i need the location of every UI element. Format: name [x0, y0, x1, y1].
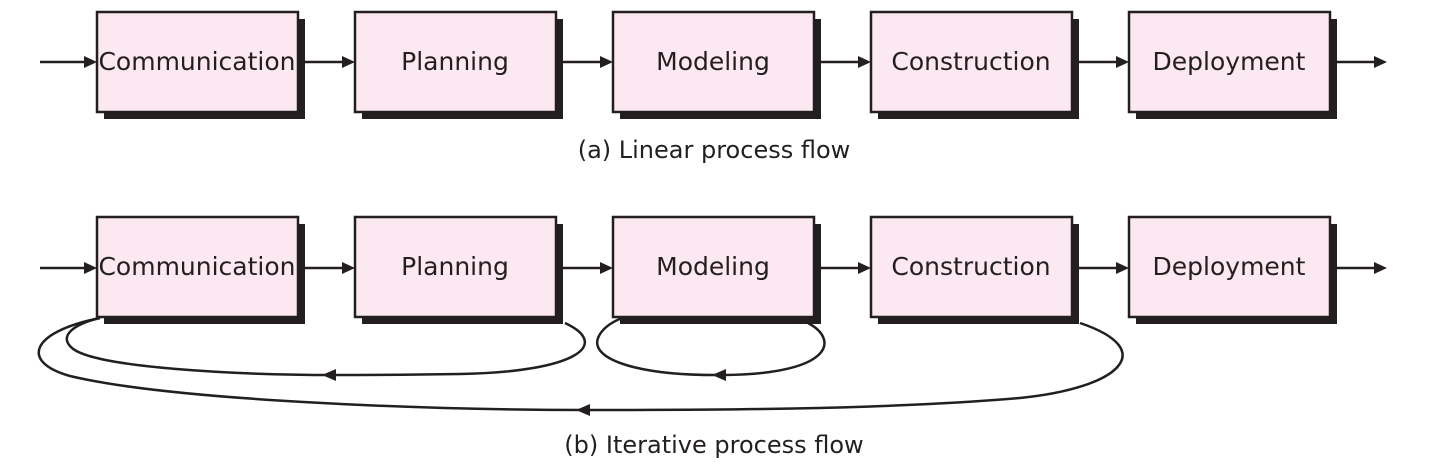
stage-label: Modeling [656, 47, 770, 76]
caption-linear: (a) Linear process flow [578, 136, 851, 164]
feedback-loop-planning [65, 316, 587, 381]
iterative-process-flow: Communication Planning Modeling Construc… [37, 215, 1387, 459]
stage-box-deployment: Deployment [1127, 10, 1337, 119]
flow-arrow [40, 56, 97, 68]
stage-label: Communication [98, 47, 295, 76]
stage-box-construction: Construction [869, 215, 1079, 324]
linear-process-flow: Communication Planning Modeling Construc… [40, 10, 1387, 164]
flow-arrow [1072, 56, 1129, 68]
stage-label: Construction [891, 47, 1050, 76]
flow-arrow [298, 262, 355, 274]
flow-arrow [1330, 56, 1387, 68]
flow-arrow [1330, 262, 1387, 274]
stage-label: Deployment [1153, 252, 1306, 281]
stage-box-planning: Planning [353, 215, 563, 324]
flow-arrow [298, 56, 355, 68]
stage-box-modeling: Modeling [611, 215, 821, 324]
stage-box-communication: Communication [95, 10, 305, 119]
stage-label: Planning [401, 47, 509, 76]
stage-label: Deployment [1153, 47, 1306, 76]
stage-box-communication: Communication [95, 215, 305, 324]
stage-label: Construction [891, 252, 1050, 281]
stage-box-construction: Construction [869, 10, 1079, 119]
flow-arrow [40, 262, 97, 274]
stage-box-deployment: Deployment [1127, 215, 1337, 324]
stage-label: Modeling [656, 252, 770, 281]
stage-box-planning: Planning [353, 10, 563, 119]
caption-iterative: (b) Iterative process flow [564, 431, 863, 459]
flow-arrow [556, 262, 613, 274]
feedback-loop-outer [37, 316, 1124, 416]
stage-label: Planning [401, 252, 509, 281]
flow-arrow [814, 262, 871, 274]
flow-arrow [814, 56, 871, 68]
flow-arrow [556, 56, 613, 68]
feedback-loop-modeling [595, 316, 826, 381]
stage-box-modeling: Modeling [611, 10, 821, 119]
flow-arrow [1072, 262, 1129, 274]
stage-label: Communication [98, 252, 295, 281]
